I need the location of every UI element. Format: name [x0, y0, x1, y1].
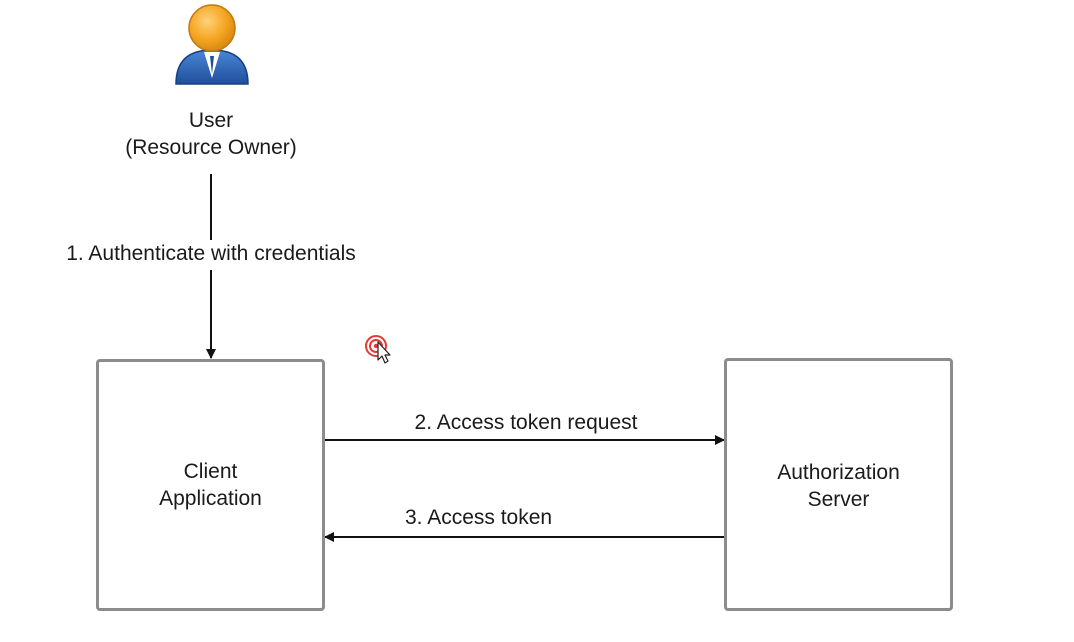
step-3-label: 3. Access token: [405, 506, 553, 529]
authorization-server-box: Authorization Server: [724, 358, 953, 611]
mouse-pointer-icon: [377, 341, 391, 364]
server-label-line1: Authorization: [777, 461, 900, 484]
user-name-label: User: [188, 109, 234, 132]
user-icon: [175, 4, 249, 85]
client-label-line2: Application: [159, 487, 262, 510]
client-label-line1: Client: [183, 460, 238, 483]
step-1-label: 1. Authenticate with credentials: [50, 240, 372, 267]
server-label-line2: Server: [807, 488, 870, 511]
step-2-label: 2. Access token request: [414, 411, 638, 434]
client-application-box: Client Application: [96, 359, 325, 611]
user-role-label: (Resource Owner): [125, 136, 297, 159]
